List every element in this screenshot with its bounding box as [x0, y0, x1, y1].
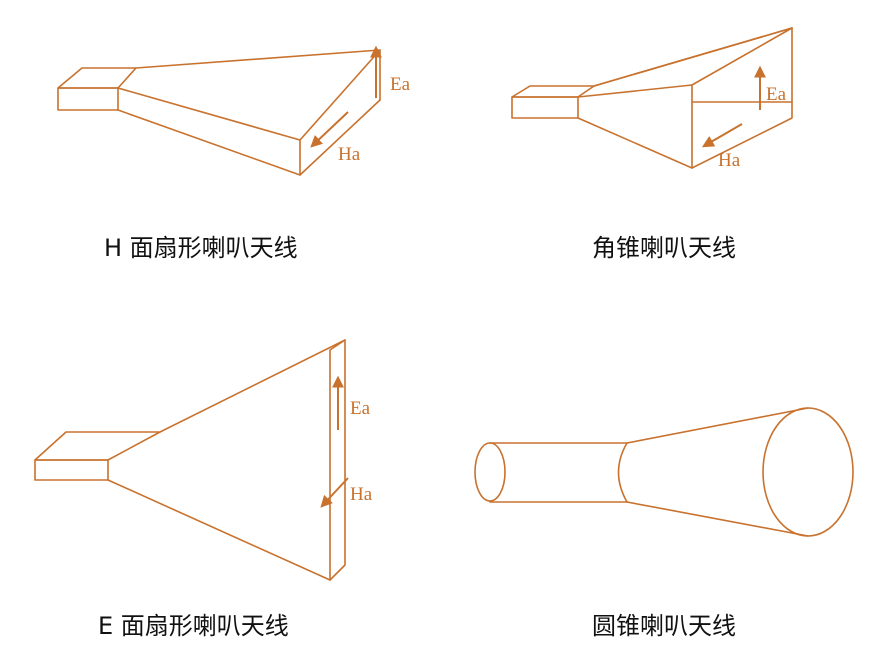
e-sector-caption: E 面扇形喇叭天线	[98, 612, 289, 640]
h-sector-caption: H 面扇形喇叭天线	[104, 234, 298, 262]
h-field-arrow	[310, 111, 349, 148]
conical-horn-drawing	[474, 407, 854, 537]
pyramidal-caption: 角锥喇叭天线	[592, 234, 736, 262]
e-field-label: Ea	[766, 84, 787, 105]
h-field-label: Ha	[338, 144, 361, 165]
h-field-label: Ha	[350, 484, 373, 505]
h-sector-horn-drawing: Ea Ha	[57, 45, 411, 176]
h-field-label: Ha	[718, 150, 741, 171]
h-field-arrow	[320, 477, 349, 508]
e-sector-horn-drawing: Ea Ha	[34, 339, 373, 581]
e-field-label: Ea	[390, 74, 411, 95]
conical-caption: 圆锥喇叭天线	[592, 612, 736, 640]
h-field-arrow	[701, 123, 743, 148]
e-field-label: Ea	[350, 398, 371, 419]
pyramidal-horn-drawing: Ea Ha	[511, 27, 793, 171]
